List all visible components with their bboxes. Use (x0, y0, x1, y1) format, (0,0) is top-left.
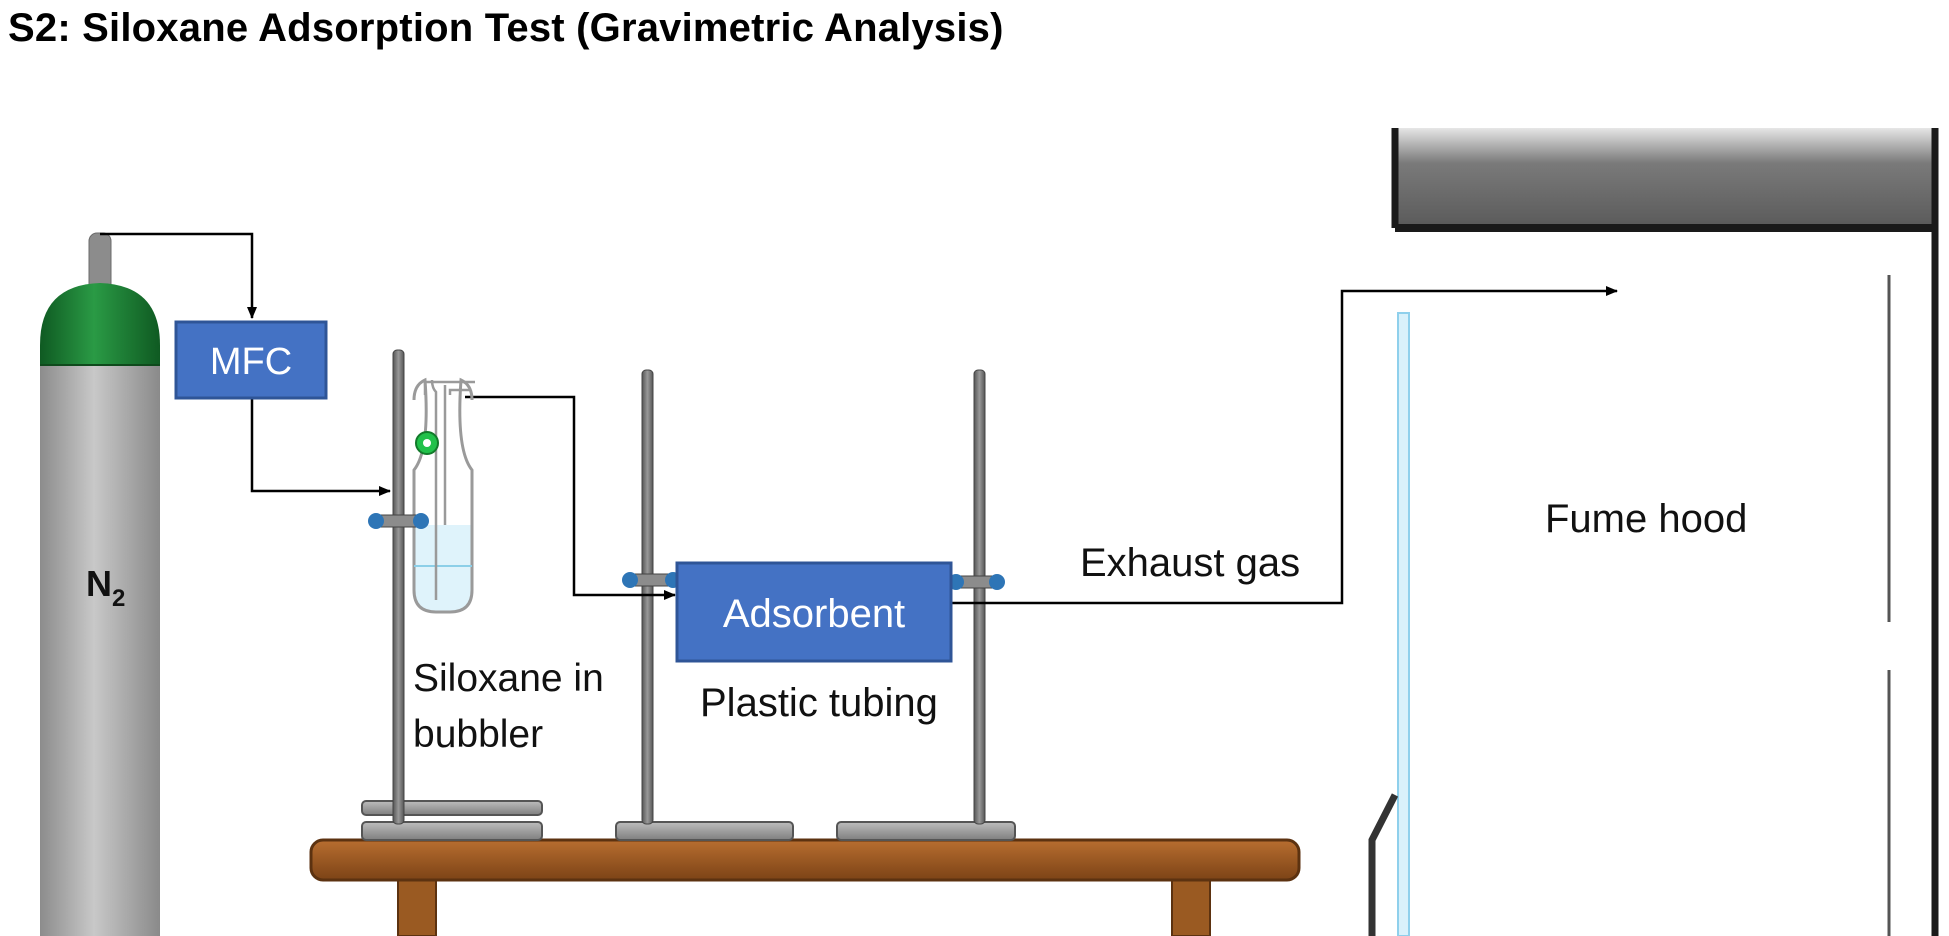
flow-line-mfc-to-bubbler (250, 397, 391, 496)
fume-hood-sash-glass (1397, 312, 1410, 936)
clamp-3 (948, 574, 1005, 590)
mfc-label: MFC (210, 341, 292, 383)
clamp-knob-icon (989, 574, 1005, 590)
n2-label: N2 (86, 563, 125, 612)
lab-bench (309, 838, 1301, 936)
fume-hood (1368, 128, 1939, 936)
fume-hood-top (1395, 128, 1935, 228)
exhaust-gas-label: Exhaust gas (1080, 541, 1300, 585)
stand-rod-1 (392, 349, 405, 825)
clamp-knob-icon (368, 513, 384, 529)
clamp-2 (622, 572, 681, 588)
siloxane-label-line1: Siloxane in (413, 657, 604, 700)
flow-line-exhaust (951, 286, 1618, 605)
stand-rod-2 (641, 369, 654, 825)
n2-cylinder (40, 232, 160, 936)
siloxane-bubbler (412, 377, 475, 614)
fume-hood-sash-handle (1368, 793, 1399, 936)
siloxane-label-line2: bubbler (413, 713, 543, 756)
fume-hood-label: Fume hood (1545, 497, 1747, 541)
stand-rod-3 (973, 369, 986, 825)
clamp-knob-icon (622, 572, 638, 588)
cylinder-cap (40, 283, 160, 365)
mfc-box (174, 320, 328, 400)
diagram-title: S2: Siloxane Adsorption Test (Gravimetri… (8, 6, 1004, 50)
clamp-1 (368, 513, 429, 529)
clamp-knob-icon (413, 513, 429, 529)
plastic-tubing-label: Plastic tubing (700, 681, 938, 725)
bench-top (309, 838, 1301, 882)
cylinder-body (40, 365, 160, 936)
stand-bases (361, 800, 1016, 841)
flow-line-bubbler-to-adsorbent (465, 395, 676, 600)
adsorbent-box (675, 561, 953, 663)
flow-line-cylinder-to-mfc (100, 232, 257, 319)
adsorbent-label: Adsorbent (723, 592, 905, 636)
